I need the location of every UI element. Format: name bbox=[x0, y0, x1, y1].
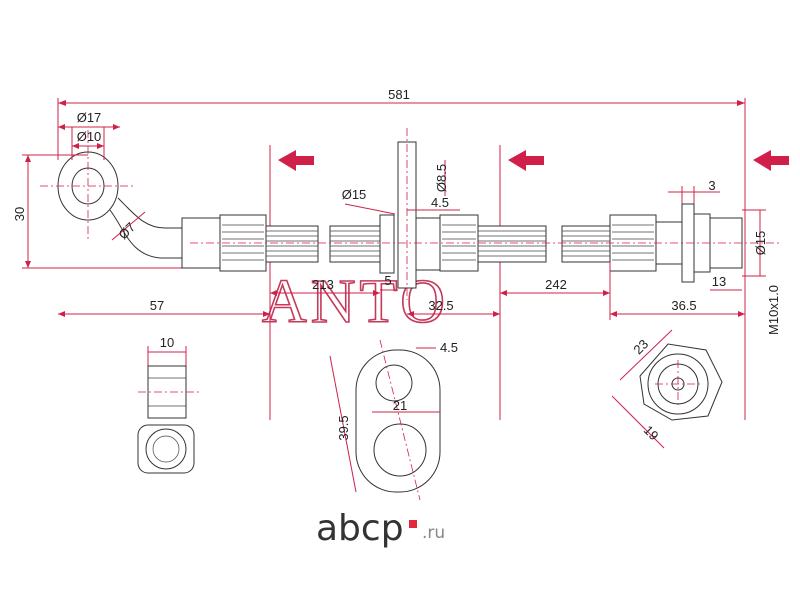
logo-name: abcp bbox=[316, 508, 404, 549]
detail-bracket-plate: 39.5 21 4.5 bbox=[329, 339, 458, 501]
middle-bracket bbox=[379, 128, 479, 300]
dim-fitting-dia-label: Ø15 bbox=[753, 231, 768, 256]
dim-mid-left-label: 213 bbox=[312, 277, 334, 292]
dim-hex-across-label: 23 bbox=[630, 336, 651, 357]
right-fitting bbox=[190, 203, 780, 283]
dim-fitting: 3 Ø15 13 M10x1.0 bbox=[668, 178, 781, 335]
dim-eye-inner-label: Ø10 bbox=[77, 129, 102, 144]
dim-plate-spacing-label: 21 bbox=[393, 398, 407, 413]
dim-bracket-dia-label: Ø15 bbox=[342, 187, 367, 202]
hose-segment-mid-right bbox=[477, 225, 547, 263]
dim-eye-height-label: 30 bbox=[12, 207, 27, 221]
dim-mid-offset-label: 32.5 bbox=[428, 298, 453, 313]
dim-fitting-length-label: 13 bbox=[712, 274, 726, 289]
dim-left-section-label: 57 bbox=[150, 298, 164, 313]
dim-eye-height: 30 bbox=[12, 154, 190, 269]
dim-fitting-width-label: 3 bbox=[708, 178, 715, 193]
dim-hex-depth-label: 19 bbox=[641, 422, 662, 443]
banjo-eye bbox=[40, 130, 185, 259]
dim-thread-label: M10x1.0 bbox=[766, 285, 781, 335]
section-lines bbox=[269, 145, 746, 420]
logo-domain: .ru bbox=[422, 523, 445, 543]
hose-segment-right bbox=[561, 225, 611, 263]
direction-arrow-icon bbox=[278, 150, 314, 171]
dim-bracket-offset-label: 4.5 bbox=[431, 195, 449, 210]
dim-chain: 57 213 32.5 242 36.5 bbox=[58, 262, 745, 320]
dim-plate-length-label: 39.5 bbox=[336, 415, 351, 440]
dim-bracket-width-label: 5 bbox=[384, 273, 391, 288]
direction-arrow-icon bbox=[508, 150, 544, 171]
dim-bracket-hole-label: Ø8.5 bbox=[434, 164, 449, 192]
dim-overall-label: 581 bbox=[388, 87, 410, 102]
dim-eye-diameters: Ø17 Ø10 bbox=[58, 110, 120, 160]
dim-plate-hole-offset-label: 4.5 bbox=[440, 340, 458, 355]
hose-segment-mid-left bbox=[329, 225, 381, 263]
abcp-logo: abcp .ru bbox=[316, 508, 445, 549]
dim-mid-right-label: 242 bbox=[545, 277, 567, 292]
logo-square-icon bbox=[409, 520, 417, 528]
dim-bend: Ø7 bbox=[111, 211, 146, 242]
dim-eye-thickness-label: 10 bbox=[160, 335, 174, 350]
detail-hex-fitting: 23 19 bbox=[611, 329, 723, 449]
dim-right-section-label: 36.5 bbox=[671, 298, 696, 313]
watermark-text: ANTO bbox=[262, 268, 449, 336]
detail-eye-side: 10 bbox=[137, 335, 200, 474]
hose-segment-left bbox=[265, 225, 319, 263]
dim-overall: 581 bbox=[57, 87, 746, 160]
dim-bracket: Ø15 Ø8.5 4.5 5 bbox=[342, 160, 460, 291]
direction-arrow-icon bbox=[753, 150, 789, 171]
dim-eye-outer-label: Ø17 bbox=[77, 110, 102, 125]
